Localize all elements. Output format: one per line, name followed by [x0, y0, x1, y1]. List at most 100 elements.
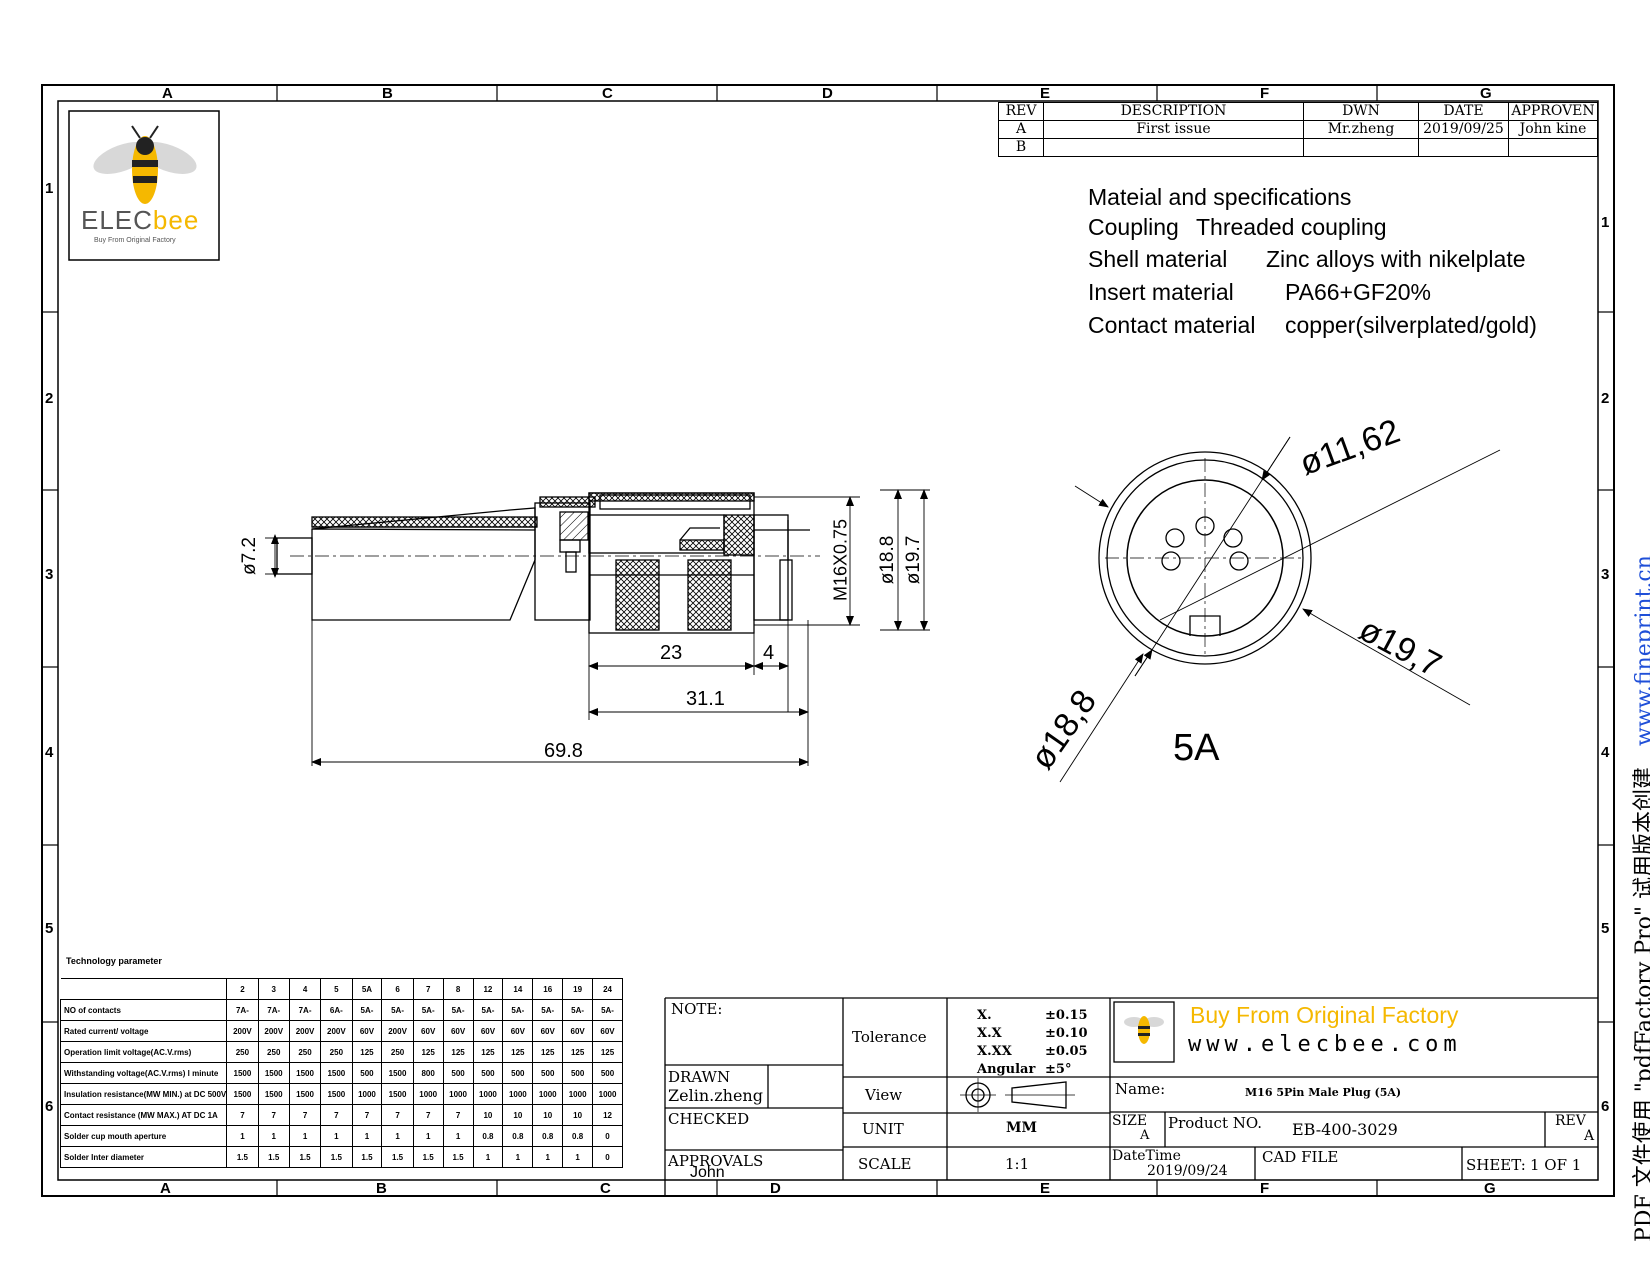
tech-cell: 7A- — [257, 999, 290, 1021]
tech-cell: 500 — [562, 1062, 594, 1084]
tech-cell: 10 — [532, 1104, 564, 1126]
tech-col-header: 19 — [562, 978, 594, 1000]
col-label-bottom-b: B — [376, 1180, 387, 1197]
tech-col-header: 2 — [226, 978, 259, 1000]
col-label-top-c: C — [602, 85, 613, 102]
tech-cell: 5A- — [502, 999, 534, 1021]
cad-file-label: CAD FILE — [1262, 1148, 1339, 1166]
tech-cell: 1000 — [562, 1083, 594, 1105]
row-label-right-5: 5 — [1601, 920, 1610, 937]
tolerance-label: Tolerance — [852, 1028, 927, 1046]
spec-value: PA66+GF20% — [1285, 279, 1431, 305]
tech-cell: 1500 — [288, 1083, 322, 1105]
tech-cell: 1500 — [288, 1062, 322, 1084]
rev-cell: A — [998, 120, 1044, 139]
col-label-top-a: A — [162, 85, 173, 102]
tech-cell: 60V — [442, 1020, 474, 1042]
dim-length-23: 23 — [660, 642, 683, 664]
size-value: A — [1140, 1128, 1150, 1143]
col-label-bottom-d: D — [770, 1180, 781, 1197]
rev-header: REV — [998, 102, 1044, 121]
dim-thread: M16X0.75 — [830, 518, 851, 602]
spec-label: Insert material — [1088, 279, 1234, 305]
sheet-frame — [41, 84, 1615, 1197]
tech-cell: 1500 — [320, 1083, 353, 1105]
tech-row-label: Solder Inter diameter — [59, 1146, 228, 1168]
tech-cell: 1.5 — [442, 1146, 474, 1168]
tech-cell: 250 — [257, 1041, 290, 1063]
tech-cell: 0 — [592, 1146, 623, 1168]
col-label-top-e: E — [1040, 85, 1051, 102]
row-label-right-4: 4 — [1601, 744, 1610, 761]
tech-corner-cell — [60, 978, 228, 1000]
date-cell: 2019/09/25 — [1418, 120, 1509, 139]
tech-cell: 250 — [226, 1041, 259, 1063]
col-label-bottom-c: C — [600, 1180, 611, 1197]
tech-cell: 125 — [502, 1041, 534, 1063]
table-row: A First issue Mr.zheng 2019/09/25 John k… — [998, 120, 1598, 139]
approven-cell — [1508, 138, 1598, 157]
tech-col-header: 5 — [320, 978, 353, 1000]
rev-cell: B — [998, 138, 1044, 157]
row-label-left-6: 6 — [45, 1098, 54, 1115]
checked-label: CHECKED — [668, 1110, 750, 1128]
dim-length-69-8: 69.8 — [544, 740, 583, 762]
dim-body-diameter: ø18.8 — [877, 535, 898, 585]
tech-cell: 60V — [351, 1020, 383, 1042]
description-cell: First issue — [1043, 120, 1304, 139]
tech-row-label: Contact resistance (MW MAX.) AT DC 1A — [59, 1104, 228, 1126]
description-header: DESCRIPTION — [1043, 102, 1304, 121]
slogan: Buy From Original Factory — [1190, 1002, 1459, 1028]
tech-cell: 125 — [351, 1041, 383, 1063]
approvals-label: APPROVALS — [668, 1152, 764, 1170]
unit-value: MM — [1006, 1120, 1037, 1136]
tech-cell: 1 — [412, 1125, 444, 1147]
tech-cell: 500 — [592, 1062, 623, 1084]
approvals-value: John Kine — [690, 1164, 725, 1179]
tech-cell: 7 — [381, 1104, 414, 1126]
logo-brand-b: bee — [152, 205, 200, 235]
tech-cell: 1.5 — [257, 1146, 290, 1168]
tol-value: ±0.15 — [1045, 1008, 1088, 1023]
tech-cell: 7 — [442, 1104, 474, 1126]
col-label-bottom-e: E — [1040, 1180, 1051, 1197]
tech-cell: 500 — [351, 1062, 383, 1084]
tech-cell: 1 — [226, 1125, 259, 1147]
tech-cell: 1500 — [226, 1062, 259, 1084]
tech-cell: 1 — [351, 1125, 383, 1147]
tech-cell: 7 — [226, 1104, 259, 1126]
tech-cell: 1.5 — [226, 1146, 259, 1168]
tech-cell: 7A- — [226, 999, 259, 1021]
tech-cell: 10 — [472, 1104, 504, 1126]
tech-cell: 1 — [320, 1125, 353, 1147]
watermark-link[interactable]: www.fineprint.cn — [1632, 555, 1650, 746]
unit-label: UNIT — [862, 1120, 904, 1138]
tech-cell: 1 — [472, 1146, 504, 1168]
rev-label: REV — [1555, 1113, 1586, 1129]
tech-cell: 1.5 — [288, 1146, 322, 1168]
table-row: Insulation resistance(MW MIN.) at DC 500… — [59, 1083, 623, 1105]
tech-cell: 60V — [562, 1020, 594, 1042]
dim-max-diameter: ø19.7 — [903, 535, 924, 585]
tech-cell: 1500 — [257, 1062, 290, 1084]
tech-parameter-table: 2 3 4 5 5A 6 7 8 12 14 16 19 24 NO of co… — [59, 978, 623, 1168]
row-label-right-3: 3 — [1601, 566, 1610, 583]
tech-cell: 7 — [351, 1104, 383, 1126]
row-label-left-5: 5 — [45, 920, 54, 937]
spec-value: Threaded coupling — [1196, 214, 1387, 240]
tech-cell: 5A- — [562, 999, 594, 1021]
tech-cell: 7 — [412, 1104, 444, 1126]
col-label-bottom-a: A — [160, 1180, 171, 1197]
tech-cell: 200V — [288, 1020, 322, 1042]
tech-cell: 1 — [257, 1125, 290, 1147]
tech-cell: 60V — [502, 1020, 534, 1042]
row-label-left-3: 3 — [45, 566, 54, 583]
tech-cell: 5A- — [412, 999, 444, 1021]
tech-cell: 1000 — [412, 1083, 444, 1105]
tech-cell: 5A- — [472, 999, 504, 1021]
drawn-value: Zelin.zheng — [668, 1086, 763, 1105]
